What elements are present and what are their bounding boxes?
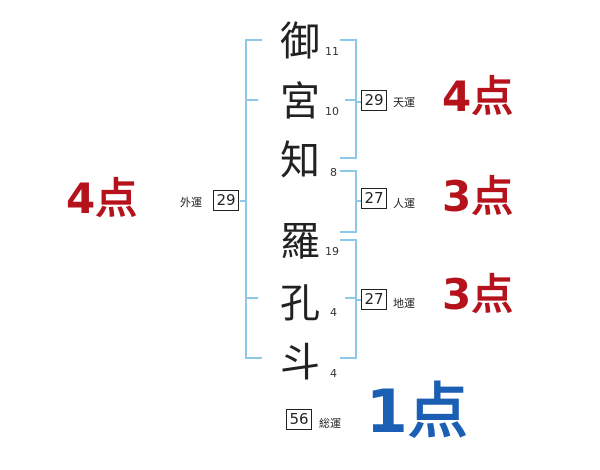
total-fortune-label: 総運 xyxy=(319,417,341,430)
person-fortune-score: 3点 xyxy=(442,172,514,221)
stroke-count-2: 10 xyxy=(325,105,339,118)
earth-fortune-score: 3点 xyxy=(442,270,514,319)
stroke-count-1: 11 xyxy=(325,45,339,58)
name-char-2: 宮 xyxy=(280,79,320,125)
name-char-3: 知 xyxy=(280,138,320,184)
earth-bracket xyxy=(340,239,361,359)
stroke-count-6: 4 xyxy=(330,367,337,380)
name-char-1: 御 xyxy=(280,19,320,65)
name-char-5: 孔 xyxy=(280,281,320,327)
person-fortune-label: 人運 xyxy=(393,197,415,210)
stroke-count-4: 19 xyxy=(325,245,339,258)
outer-fortune-score: 4点 xyxy=(66,174,138,223)
outer-bracket xyxy=(240,39,262,359)
heaven-fortune-label: 天運 xyxy=(393,96,415,109)
name-char-6: 斗 xyxy=(280,340,320,386)
earth-fortune-label: 地運 xyxy=(393,297,415,310)
earth-fortune-value: 27 xyxy=(361,289,387,310)
total-fortune-value: 56 xyxy=(286,409,312,430)
total-fortune-score: 1点 xyxy=(366,377,468,447)
outer-fortune-value: 29 xyxy=(213,190,239,211)
heaven-fortune-value: 29 xyxy=(361,90,387,111)
outer-fortune-label: 外運 xyxy=(180,196,202,209)
stroke-count-3: 8 xyxy=(330,166,337,179)
stroke-count-5: 4 xyxy=(330,306,337,319)
heaven-fortune-score: 4点 xyxy=(442,72,514,121)
name-char-4: 羅 xyxy=(280,219,320,265)
person-bracket xyxy=(340,170,361,233)
heaven-bracket xyxy=(340,39,361,159)
person-fortune-value: 27 xyxy=(361,188,387,209)
